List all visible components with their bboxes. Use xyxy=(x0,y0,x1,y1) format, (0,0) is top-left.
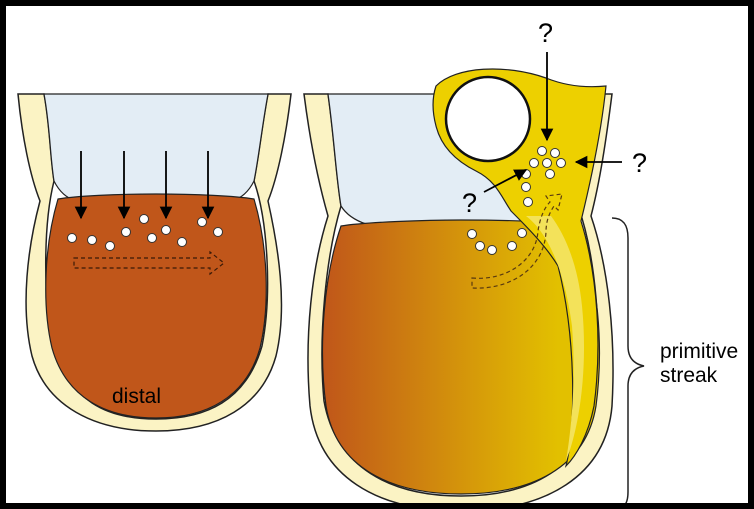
left-embryo: distal xyxy=(18,94,291,431)
question-mark-right: ? xyxy=(632,148,647,178)
primitive-label: primitive xyxy=(660,340,738,363)
left-cavity xyxy=(44,94,268,201)
question-mark-left: ? xyxy=(462,188,477,218)
curly-brace-icon xyxy=(612,218,644,509)
streak-label: streak xyxy=(660,364,718,387)
amnion-circle xyxy=(446,77,530,161)
distal-label: distal xyxy=(112,385,161,408)
right-embryo: ? ? ? xyxy=(304,18,647,509)
embryo-diagram: distal xyxy=(6,6,754,509)
question-mark-top: ? xyxy=(538,18,553,48)
